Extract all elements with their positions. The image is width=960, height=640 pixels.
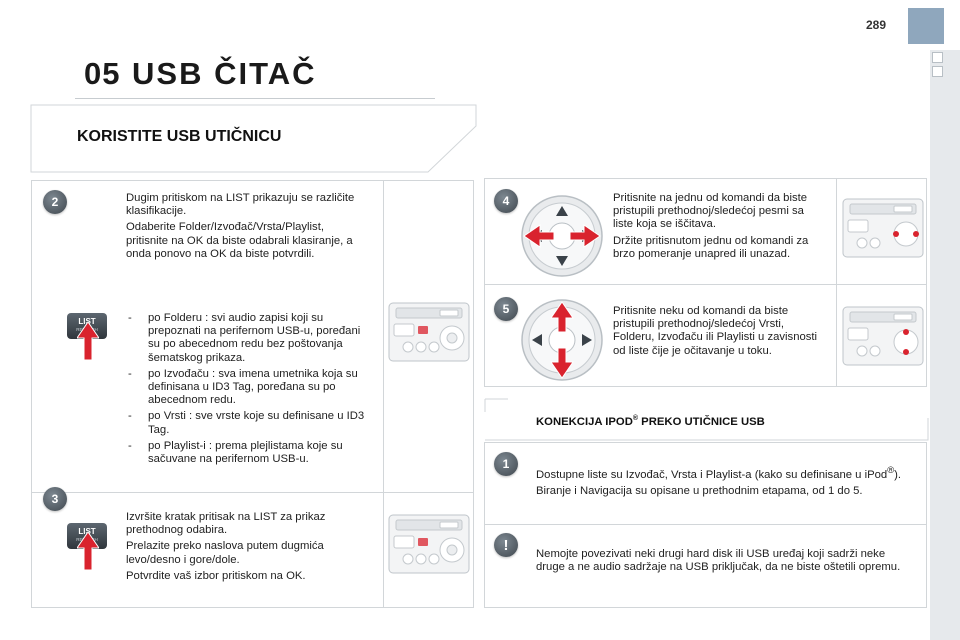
list-item: po Folderu : svi audio zapisi koji su pr…: [126, 312, 370, 365]
list-item: po Playlist-i : prema plejlistama koje s…: [126, 440, 370, 466]
sidebar-box: [932, 52, 943, 63]
step3-paragraph-2: Prelazite preko naslova putem dugmića le…: [126, 540, 324, 566]
step-badge-3: 3: [43, 487, 67, 511]
step-badge-2: 2: [43, 190, 67, 214]
page-number: 289: [866, 18, 887, 32]
subheading-frame: [484, 398, 929, 441]
connection-p1-text: Dostupne liste su Izvođač, Vrsta i Playl…: [536, 468, 888, 481]
chapter-number: 05: [84, 56, 121, 91]
sidebar-strip: [930, 50, 960, 640]
radio-unit-image: [842, 198, 924, 258]
step3-paragraph-1: Izvršite kratak pritisak na LIST za prik…: [126, 511, 326, 537]
red-arrow-up-icon: [77, 532, 99, 570]
connection-paragraph-1: Dostupne liste su Izvođač, Vrsta i Playl…: [536, 463, 916, 482]
step4-text: Pritisnite na jednu od komandi da biste …: [613, 192, 823, 264]
step-badge-5: 5: [494, 297, 518, 321]
list-button-label: LIST: [78, 527, 96, 536]
list-button-label: LIST: [78, 317, 96, 326]
section-title-frame: [30, 104, 477, 173]
connection-paragraph-2: Biranje i Navigacija su opisane u pretho…: [536, 484, 863, 497]
warning-text: Nemojte povezivati neki drugi hard disk …: [536, 548, 901, 574]
connection-title-part: PREKO UTIČNICE USB: [638, 415, 765, 428]
connection-title: KONEKCIJA IPOD® PREKO UTIČNICE USB: [536, 415, 765, 428]
section-title: KORISTITE USB UTIČNICU: [77, 128, 282, 145]
warning-icon: !: [494, 533, 518, 557]
step2-paragraph-2: Odaberite Folder/Izvođač/Vrsta/Playlist,…: [126, 221, 353, 260]
list-item: po Izvođaču : sva imena umetnika koja su…: [126, 368, 370, 408]
registered-mark: ®: [887, 464, 895, 475]
step5-text: Pritisnite neku od komandi da biste pris…: [613, 305, 823, 361]
registered-mark: ®: [632, 415, 639, 422]
step2-paragraph-1: Dugim pritiskom na LIST prikazuju se raz…: [126, 192, 355, 218]
navigation-pad-icon: [521, 195, 603, 277]
step-badge-4: 4: [494, 189, 518, 213]
classification-list: po Folderu : svi audio zapisi koji su pr…: [126, 312, 370, 469]
radio-unit-image: [842, 306, 924, 366]
radio-unit-image: [388, 514, 470, 574]
right-panel-divider: [836, 178, 837, 387]
left-panel-divider: [383, 180, 384, 608]
right-bottom-hrule: [484, 524, 927, 525]
list-item: po Vrsti : sve vrste koje su definisane …: [126, 410, 370, 436]
step2-intro: Dugim pritiskom na LIST prikazuju se raz…: [126, 192, 368, 264]
connection-p1-end: ).: [894, 468, 902, 481]
step4-paragraph-1: Pritisnite na jednu od komandi da biste …: [613, 192, 808, 231]
radio-unit-image: [388, 302, 470, 362]
step5-paragraph-1: Pritisnite neku od komandi da biste pris…: [613, 305, 818, 357]
corner-tab: [908, 8, 944, 44]
connection-text: Dostupne liste su Izvođač, Vrsta i Playl…: [536, 463, 916, 501]
step-badge-1: 1: [494, 452, 518, 476]
step3-paragraph-3: Potvrdite vaš izbor pritiskom na OK.: [126, 569, 306, 582]
red-arrow-up-icon: [77, 322, 99, 360]
sidebar-box: [932, 66, 943, 77]
connection-title-part: KONEKCIJA IPOD: [536, 415, 633, 428]
step3-text: Izvršite kratak pritisak na LIST za prik…: [126, 511, 368, 586]
right-bottom-panel: [484, 442, 927, 608]
chapter-title: USB ČITAČ: [132, 56, 317, 91]
header-rule: [75, 98, 435, 99]
left-panel-hrule: [31, 492, 474, 493]
step4-paragraph-2: Držite pritisnutom jednu od komandi za b…: [613, 234, 809, 260]
navigation-pad-icon: [521, 299, 603, 381]
right-panel-hrule: [484, 284, 927, 285]
